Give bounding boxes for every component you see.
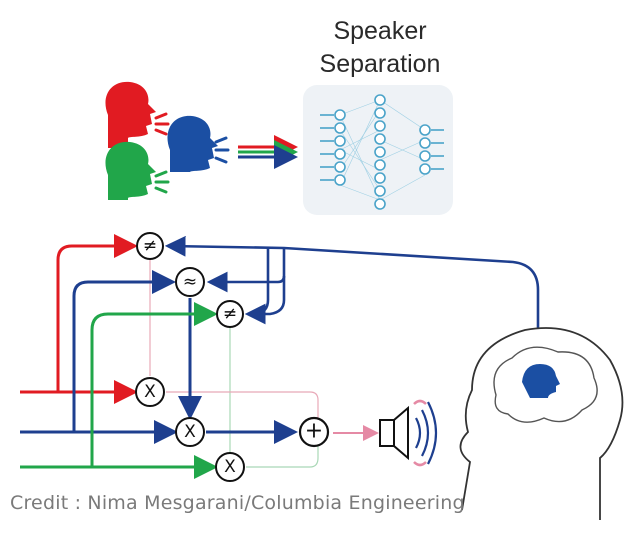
svg-text:≠: ≠ — [223, 304, 237, 324]
gating-lines — [149, 258, 379, 468]
input-arrows — [238, 135, 298, 169]
red-speaker-head — [105, 81, 170, 148]
title-line-1: Speaker — [333, 17, 427, 45]
title-line-2: Separation — [319, 50, 441, 78]
svg-text:X: X — [144, 382, 156, 402]
operator-approx: ≈ — [175, 267, 205, 297]
credit-text: Credit : Nima Mesgarani/Columbia Enginee… — [10, 492, 465, 514]
operator-multiply-green: X — [215, 452, 245, 482]
svg-text:+: + — [305, 419, 323, 444]
blue-speaker-head — [167, 115, 230, 172]
operator-multiply-red: X — [135, 377, 165, 407]
svg-text:X: X — [224, 457, 236, 477]
svg-text:≈: ≈ — [183, 272, 197, 292]
blue-signal-path — [20, 270, 298, 444]
operator-sum: + — [298, 416, 330, 448]
attention-feedback-path — [164, 235, 540, 340]
green-signal-path — [20, 302, 218, 479]
operator-multiply-blue: X — [175, 417, 205, 447]
red-signal-path — [20, 234, 138, 404]
loudspeaker-icon — [379, 399, 438, 467]
neural-network-icon — [303, 85, 453, 215]
operator-not-equal-mid: ≠ — [216, 300, 244, 328]
green-speaker-head — [105, 141, 170, 200]
svg-text:X: X — [184, 422, 196, 442]
operator-not-equal-top: ≠ — [136, 232, 164, 260]
listener-head-icon — [459, 327, 624, 520]
svg-text:≠: ≠ — [143, 236, 157, 256]
